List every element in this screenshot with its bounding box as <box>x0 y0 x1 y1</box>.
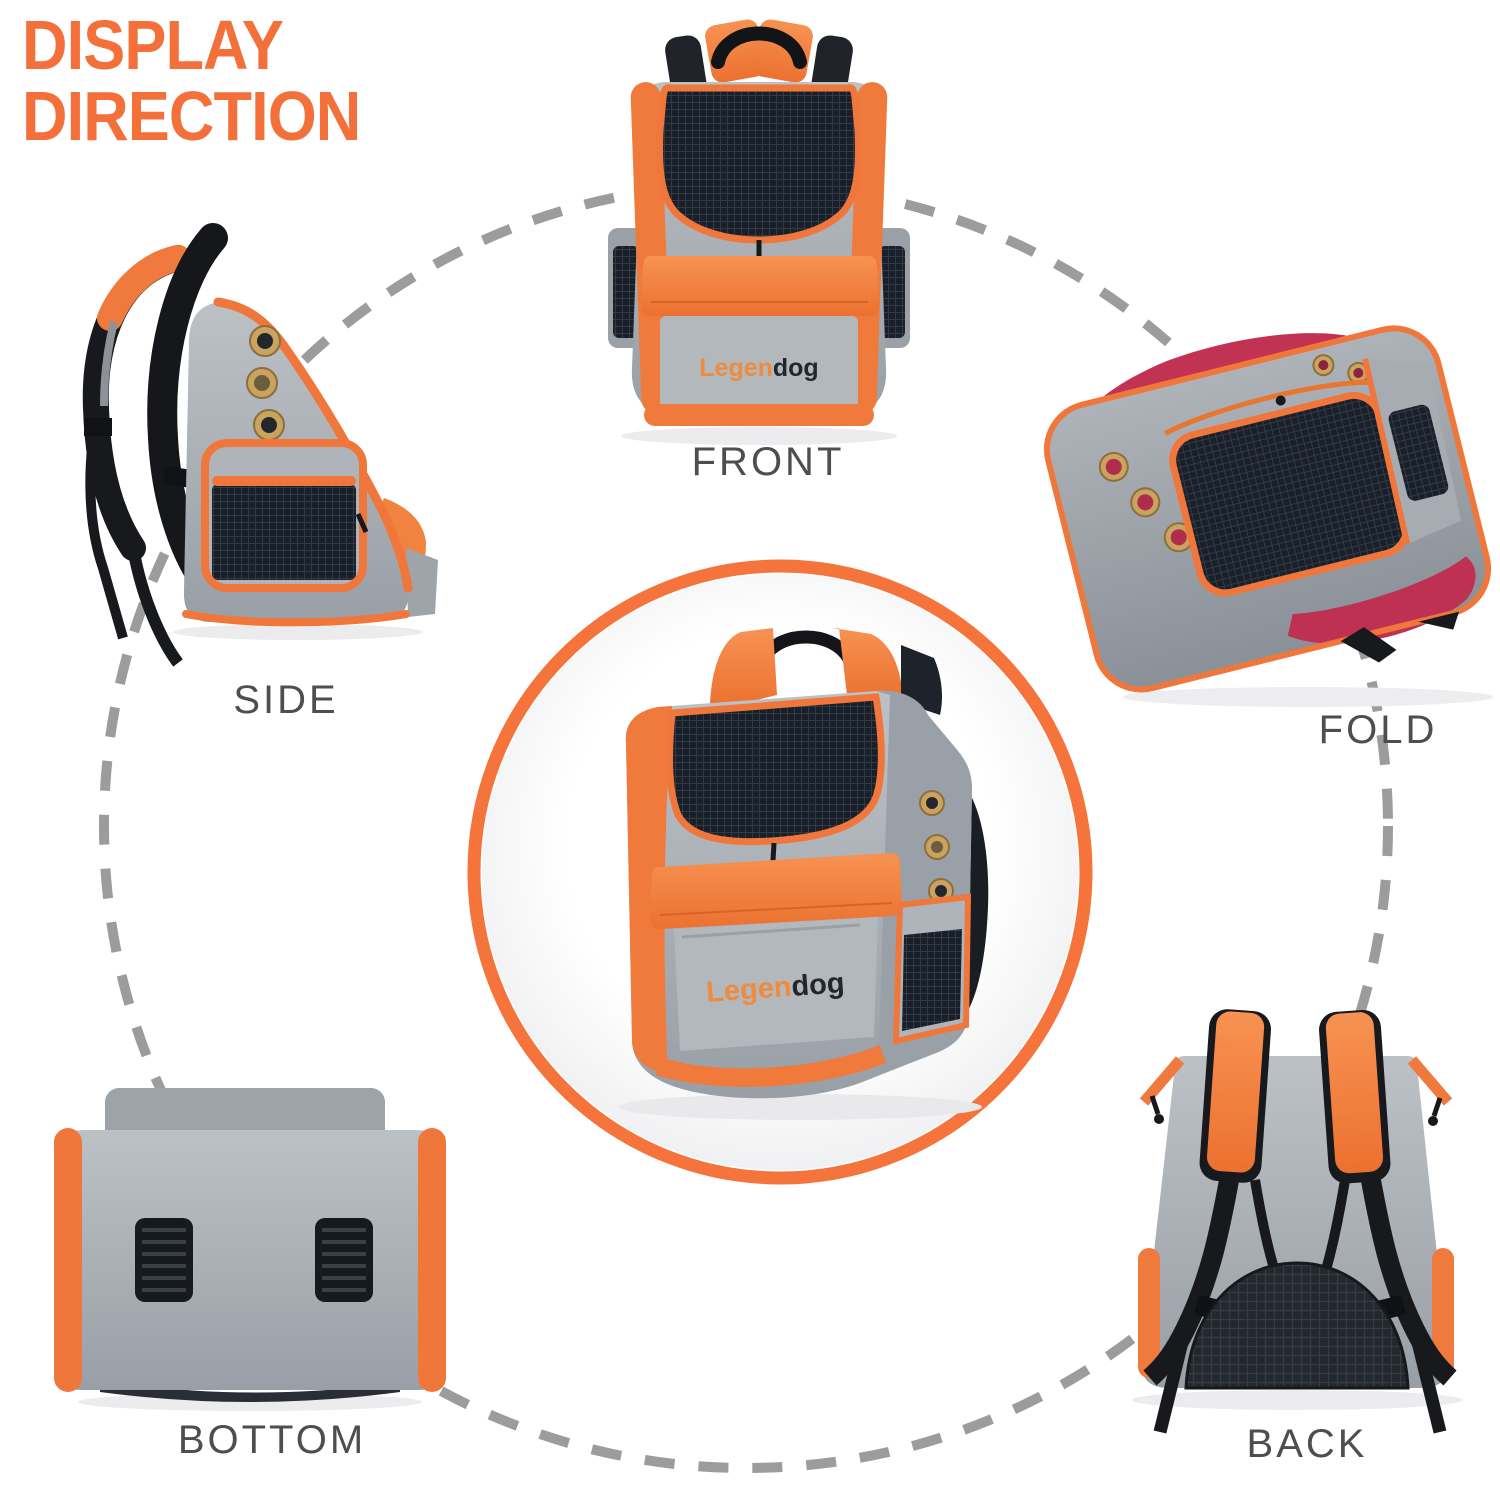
label-front: FRONT <box>691 440 845 484</box>
bottom-trim <box>644 404 874 426</box>
vent-grommets <box>246 325 285 441</box>
shadow <box>173 624 423 640</box>
bottom-mesh-edge <box>100 1380 400 1402</box>
shoulder-strap-right <box>833 628 903 699</box>
zipper-pull <box>355 512 369 534</box>
shadow <box>1132 1390 1462 1410</box>
label-back: BACK <box>1246 1422 1368 1466</box>
shadow <box>1123 687 1493 707</box>
fold-view-photo <box>1043 325 1493 707</box>
label-fold: FOLD <box>1318 708 1438 752</box>
side-trim-left <box>625 706 672 1077</box>
edge-piping <box>1043 325 1492 693</box>
front-pocket <box>674 917 878 1051</box>
page-title: DISPLAY DIRECTION <box>22 6 361 156</box>
top-piping <box>213 297 413 593</box>
bottom-trim <box>656 1045 886 1087</box>
strap-buckle <box>162 466 194 488</box>
label-bottom: BOTTOM <box>177 1418 367 1462</box>
strap-peek <box>1418 611 1460 630</box>
brand-logo: Legendog <box>699 354 818 382</box>
strap-buckle <box>84 418 112 436</box>
carry-handle <box>711 26 807 69</box>
shoulder-strap-left <box>710 628 777 709</box>
label-side: SIDE <box>233 678 339 722</box>
strap-orange-cap <box>97 245 191 331</box>
page-title-line2: DIRECTION <box>22 77 361 156</box>
shoulder-strap-left <box>1199 1009 1271 1183</box>
shadow <box>618 1094 982 1120</box>
front-view-photo: Legendog <box>608 19 910 445</box>
main-view-photo: Legendog <box>618 628 989 1120</box>
shoulder-pad-right <box>901 645 942 715</box>
brand-logo: Legendog <box>705 967 845 1009</box>
front-pocket <box>660 316 858 416</box>
side-view-photo <box>82 223 438 667</box>
rubber-foot-left <box>135 1218 193 1302</box>
handle-peek <box>1340 627 1397 663</box>
pocket-zipper <box>681 923 861 939</box>
shoulder-straps <box>82 223 228 667</box>
center-highlight-inset: Legendog <box>467 559 1093 1185</box>
zipper-track <box>1164 379 1371 436</box>
bottom-view-photo <box>54 1088 446 1411</box>
side-trim-right <box>1432 1248 1454 1378</box>
stitch-line <box>659 902 893 916</box>
center-highlight-ring <box>467 559 1093 1185</box>
flap-band <box>650 853 902 929</box>
bottom-piping <box>182 610 410 627</box>
lumbar-pad <box>1184 1261 1410 1390</box>
mesh-window <box>666 693 885 846</box>
side-trim-left <box>54 1128 82 1392</box>
back-view-photo <box>1132 1009 1462 1434</box>
mesh-window <box>656 84 862 244</box>
side-trim-left <box>1138 1248 1160 1378</box>
side-mesh-pocket <box>201 439 369 592</box>
second-fold-panel <box>1362 358 1462 545</box>
zipper-pull <box>1275 395 1286 406</box>
corner-zippers <box>1139 1056 1453 1126</box>
side-trim-right <box>418 1128 446 1392</box>
bottom-panel <box>58 1130 442 1390</box>
front-pocket-peek <box>406 548 438 617</box>
shadow <box>621 427 897 445</box>
rubber-foot-right <box>315 1218 373 1302</box>
flap-band <box>641 256 879 316</box>
shoulder-strap-right <box>1319 1009 1391 1184</box>
page-title-line1: DISPLAY <box>22 6 284 84</box>
side-mesh-pocket <box>892 893 972 1045</box>
vent-grommets <box>1098 354 1370 553</box>
